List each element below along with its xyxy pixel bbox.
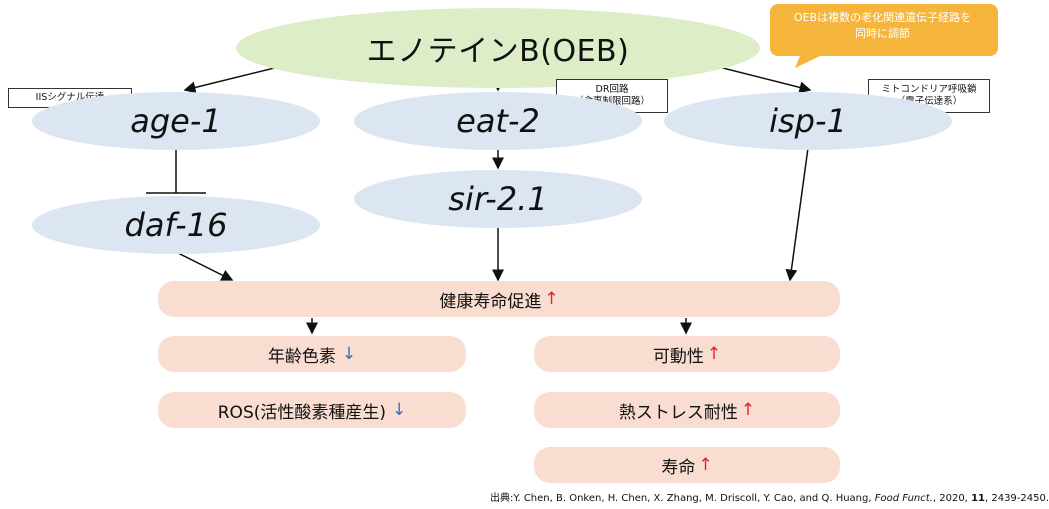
callout: OEBは複数の老化関連遺伝子経路を 同時に調節 bbox=[770, 10, 995, 42]
outcome-main: 健康寿命促進↑ bbox=[158, 281, 840, 317]
citation: 出典:Y. Chen, B. Onken, H. Chen, X. Zhang,… bbox=[490, 493, 1049, 504]
outcome-ros: ROS(活性酸素種産生)↓ bbox=[158, 392, 466, 428]
up-arrow-icon: ↑ bbox=[544, 289, 559, 309]
down-arrow-icon: ↓ bbox=[392, 400, 407, 420]
gene-daf16: daf-16 bbox=[32, 196, 320, 254]
callout-shape bbox=[770, 4, 998, 68]
gene-eat2: eat-2 bbox=[354, 92, 642, 150]
up-arrow-icon: ↑ bbox=[740, 400, 756, 420]
callout-line2: 同時に調節 bbox=[855, 27, 910, 40]
outcome-pigment: 年齢色素↓ bbox=[158, 336, 466, 372]
outcome-mobility: 可動性↑ bbox=[534, 336, 840, 372]
arrow-isp1-main bbox=[785, 147, 809, 282]
down-arrow-icon: ↓ bbox=[341, 344, 357, 364]
gene-sir21: sir-2.1 bbox=[354, 170, 642, 228]
connector-lines bbox=[146, 4, 998, 335]
up-arrow-icon: ↑ bbox=[706, 344, 722, 364]
oeb-title: エノテインB(OEB) bbox=[366, 34, 630, 69]
outcome-lifespan: 寿命↑ bbox=[534, 447, 840, 483]
outcome-heat-stress: 熱ストレス耐性↑ bbox=[534, 392, 840, 428]
callout-line1: OEBは複数の老化関連遺伝子経路を bbox=[793, 11, 972, 24]
gene-age1: age-1 bbox=[32, 92, 320, 150]
arrow-daf16-main bbox=[175, 251, 234, 281]
gene-isp1: isp-1 bbox=[664, 92, 952, 150]
up-arrow-icon: ↑ bbox=[698, 455, 713, 475]
oeb-node: エノテインB(OEB) bbox=[236, 8, 760, 88]
